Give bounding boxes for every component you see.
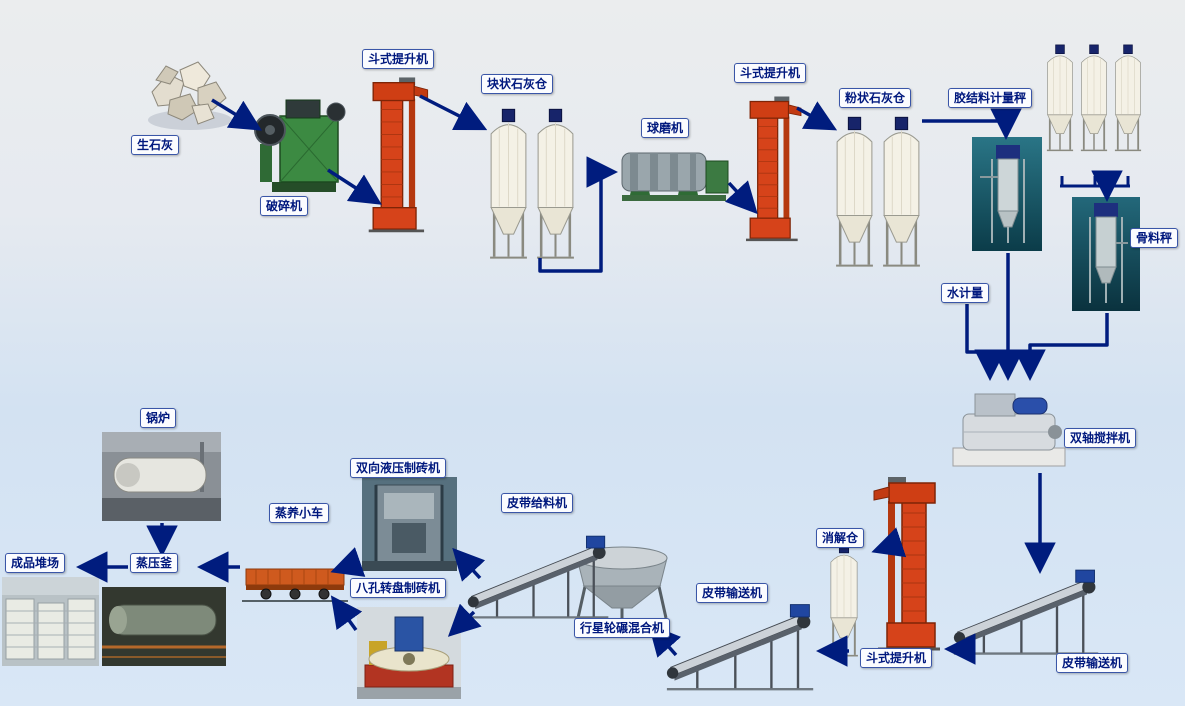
- label-autoclave: 蒸压釜: [130, 553, 179, 573]
- label-crusher: 破碎机: [260, 196, 309, 216]
- label-water-metering: 水计量: [941, 283, 990, 303]
- arrow-water-to-mixer: [965, 304, 1006, 381]
- label-planetary-mixer: 行星轮碾混合机: [574, 618, 671, 638]
- label-twin-shaft-mixer: 双轴搅拌机: [1064, 428, 1137, 448]
- label-bucket-elevator-1: 斗式提升机: [362, 49, 435, 69]
- label-lump-lime-silo: 块状石灰仓: [481, 74, 554, 94]
- hydraulic-brick-machine-image: [362, 477, 457, 571]
- label-digestion-bin: 消解仓: [816, 528, 865, 548]
- powder-lime-silos-image: [834, 116, 922, 267]
- steam-curing-cart-image: [242, 568, 348, 602]
- boiler-image: [102, 432, 221, 521]
- label-boiler: 锅炉: [140, 408, 177, 428]
- twin-shaft-mixer-image: [952, 393, 1066, 467]
- binder-metering-scale-image: [972, 137, 1042, 251]
- label-bucket-elevator-2: 斗式提升机: [734, 63, 807, 83]
- bucket-elevator-1-image: [358, 70, 433, 240]
- label-hydraulic-brick-machine: 双向液压制砖机: [350, 458, 447, 478]
- autoclave-image: [102, 587, 226, 666]
- rotary-brick-machine-image: [357, 607, 461, 699]
- label-powder-lime-silo: 粉状石灰仓: [839, 88, 912, 108]
- jaw-crusher-image: [254, 99, 346, 192]
- belt-conveyor-right-image: [952, 562, 1102, 657]
- aggregate-silos-image: [1045, 43, 1143, 152]
- arrow-powder-silo-to-binder-scale: [922, 108, 1022, 140]
- digestion-bin-image: [812, 542, 876, 658]
- label-steam-curing-cart: 蒸养小车: [269, 503, 330, 523]
- label-ball-mill: 球磨机: [641, 118, 690, 138]
- belt-conveyor-left-image: [662, 597, 820, 692]
- finished-product-yard-image: [2, 577, 99, 666]
- label-quicklime: 生石灰: [131, 135, 180, 155]
- label-belt-feeder: 皮带给料机: [501, 493, 574, 513]
- bucket-elevator-2-image: [736, 86, 806, 252]
- label-belt-conveyor-right: 皮带输送机: [1056, 653, 1129, 673]
- arrow-aggregate-scale-to-mixer: [1014, 313, 1109, 381]
- label-bucket-elevator-3: 斗式提升机: [860, 648, 933, 668]
- arrow-rotary-machine-to-cart: [330, 595, 363, 632]
- label-rotary-brick-machine: 八孔转盘制砖机: [350, 578, 447, 598]
- ball-mill-image: [621, 152, 729, 201]
- aggregate-scale-image: [1072, 197, 1140, 311]
- lump-lime-silos-image: [488, 108, 576, 259]
- bucket-elevator-3-image: [868, 477, 952, 651]
- quicklime-rocks-image: [148, 61, 232, 130]
- label-binder-metering-scale: 胶结料计量秤: [948, 88, 1033, 108]
- label-belt-conveyor-left: 皮带输送机: [696, 583, 769, 603]
- label-finished-product-yard: 成品堆场: [5, 553, 66, 573]
- belt-feeder-image: [466, 527, 612, 622]
- label-aggregate-scale: 骨料秤: [1130, 228, 1179, 248]
